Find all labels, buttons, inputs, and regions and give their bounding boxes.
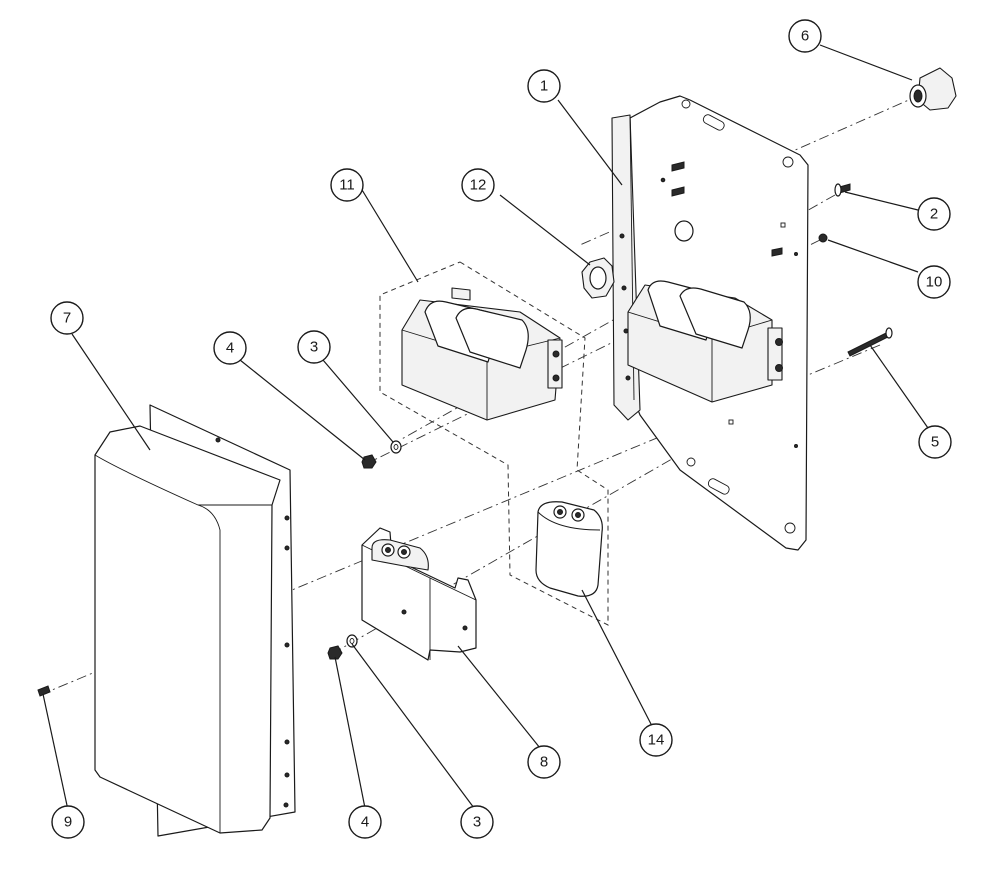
mounted-transformer — [627, 280, 783, 403]
callout-label: 9 — [64, 814, 72, 831]
callout-label: 12 — [470, 177, 487, 194]
callout-12: 12 — [461, 168, 495, 202]
callout-14: 14 — [639, 723, 673, 757]
callout-label: 11 — [339, 177, 355, 194]
callout-1: 1 — [527, 69, 561, 103]
callout-label: 6 — [801, 28, 809, 45]
callout-label: 10 — [926, 274, 943, 291]
callout-7: 7 — [50, 301, 84, 335]
callout-5: 5 — [918, 425, 952, 459]
washer-lower — [346, 634, 358, 648]
callout-3-upper: 3 — [297, 330, 331, 364]
hex-nut-small — [818, 233, 828, 243]
screw — [834, 183, 851, 197]
callout-label: 8 — [540, 754, 548, 771]
callout-label: 1 — [540, 78, 548, 95]
callout-label: 14 — [648, 732, 665, 749]
callout-9: 9 — [51, 805, 85, 839]
small-screw — [37, 685, 51, 697]
washer-upper — [390, 440, 402, 454]
callout-10: 10 — [917, 265, 951, 299]
nut-lower — [327, 645, 343, 660]
callout-label: 3 — [473, 814, 481, 831]
capacitor — [535, 501, 603, 597]
callout-label: 4 — [361, 814, 369, 831]
locknut — [581, 257, 615, 299]
long-bolt — [847, 327, 893, 357]
callout-11: 11 — [330, 168, 364, 202]
callout-leaders — [42, 44, 929, 811]
callout-label: 4 — [226, 340, 234, 357]
callout-6: 6 — [788, 19, 822, 53]
plate-studs — [671, 161, 783, 257]
callout-label: 3 — [310, 339, 318, 356]
callout-8: 8 — [527, 745, 561, 779]
housing-cover — [94, 404, 296, 837]
callout-4-lower: 4 — [348, 805, 382, 839]
callout-label: 2 — [930, 206, 938, 223]
callout-label: 5 — [931, 434, 939, 451]
callout-label: 7 — [63, 310, 71, 327]
callout-3-lower: 3 — [460, 805, 494, 839]
cover-flange-holes — [215, 437, 290, 808]
transformer-group-outline — [379, 261, 609, 626]
callout-4-upper: 4 — [213, 331, 247, 365]
callout-2: 2 — [917, 197, 951, 231]
capacitor-bracket — [361, 527, 477, 661]
transformer — [401, 287, 563, 421]
nut-upper — [361, 454, 377, 469]
cable-gland — [909, 67, 957, 111]
